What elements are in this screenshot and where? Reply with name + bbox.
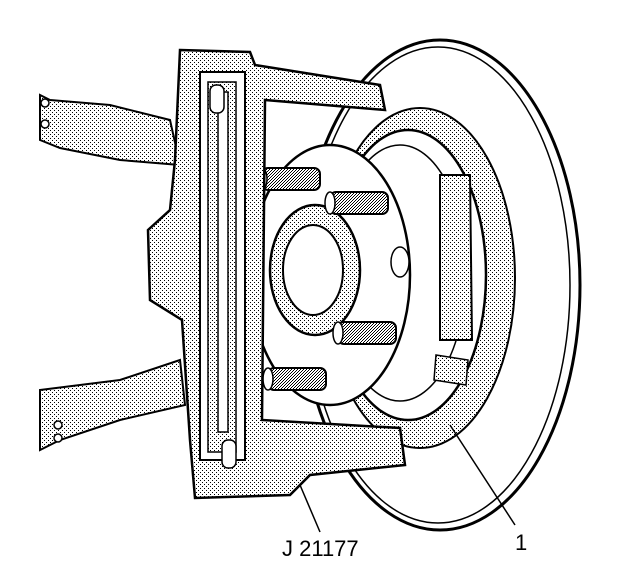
leader-lines xyxy=(299,424,516,533)
wheel-studs xyxy=(256,167,397,391)
tool-callout-label: J 21177 xyxy=(282,536,359,561)
gauge-tool-j21177 xyxy=(39,48,407,500)
part-callout-label: 1 xyxy=(515,530,527,555)
